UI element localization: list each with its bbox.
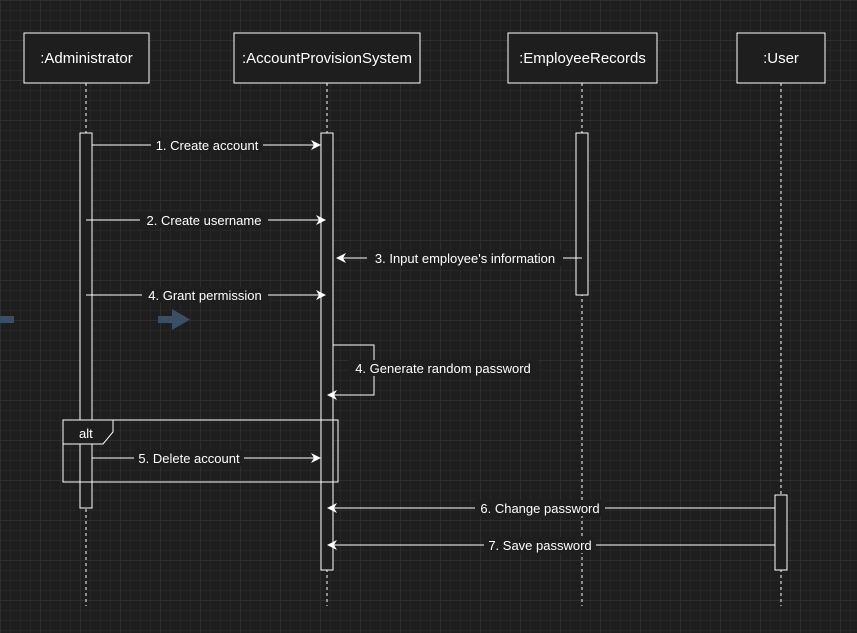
- message-5-delete-account[interactable]: 5. Delete account: [92, 450, 321, 466]
- participant-administrator-label: :Administrator: [40, 50, 133, 67]
- activation-account-system[interactable]: [320, 132, 334, 571]
- participant-employee-records-label: :EmployeeRecords: [519, 50, 646, 67]
- activation-administrator[interactable]: [79, 132, 93, 509]
- message-1-label: 1. Create account: [156, 138, 259, 153]
- ghost-arrow-left: [0, 316, 14, 323]
- activation-employee-records[interactable]: [575, 132, 589, 296]
- message-4-grant-permission[interactable]: 4. Grant permission: [86, 287, 326, 303]
- message-4-label: 4. Grant permission: [148, 288, 261, 303]
- participant-user[interactable]: :User: [736, 32, 826, 84]
- message-3-input-employee-info[interactable]: 3. Input employee's information: [336, 250, 582, 266]
- message-7-save-password[interactable]: 7. Save password: [327, 537, 775, 553]
- message-6-label: 6. Change password: [480, 501, 599, 516]
- message-7-label: 7. Save password: [488, 538, 591, 553]
- message-5-label: 5. Delete account: [138, 451, 240, 466]
- alt-fragment[interactable]: alt: [62, 419, 339, 483]
- alt-operator-label: alt: [79, 426, 93, 441]
- participant-user-label: :User: [763, 50, 799, 67]
- participant-account-system-label: :AccountProvisionSystem: [242, 50, 412, 67]
- message-2-create-username[interactable]: 2. Create username: [86, 212, 326, 228]
- participant-account-system[interactable]: :AccountProvisionSystem: [233, 32, 421, 84]
- ghost-arrow-middle: [158, 309, 190, 330]
- message-3-label: 3. Input employee's information: [375, 251, 555, 266]
- message-6-change-password[interactable]: 6. Change password: [327, 500, 775, 516]
- message-4-self-generate-password[interactable]: 4. Generate random password: [327, 344, 538, 400]
- participant-employee-records[interactable]: :EmployeeRecords: [507, 32, 658, 84]
- message-2-label: 2. Create username: [147, 213, 262, 228]
- message-1-create-account[interactable]: 1. Create account: [92, 137, 321, 153]
- participant-administrator[interactable]: :Administrator: [23, 32, 150, 84]
- activation-user[interactable]: [774, 494, 788, 571]
- message-4-self-label: 4. Generate random password: [355, 361, 531, 376]
